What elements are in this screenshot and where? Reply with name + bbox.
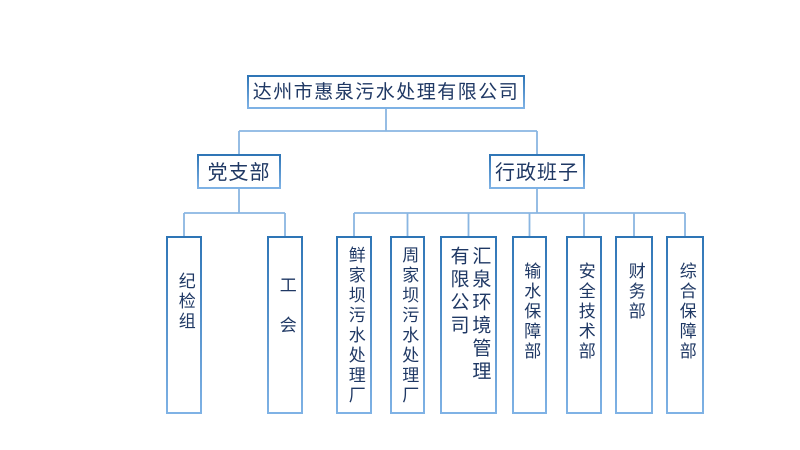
connector-party-branch-to-children	[183, 189, 286, 236]
connector-admin-team-to-children	[353, 189, 686, 236]
connector-root-to-level2	[238, 109, 538, 154]
node-admin-team: 行政班子	[489, 154, 585, 189]
node-labor-union: 工 会	[267, 236, 303, 414]
node-party-branch: 党支部	[197, 154, 281, 189]
node-xianjiaba-sewage-plant: 鲜家坝污水处理厂	[336, 236, 372, 414]
node-discipline-inspection-group: 纪检组	[166, 236, 202, 414]
node-company-root: 达州市惠泉污水处理有限公司	[247, 75, 525, 109]
node-safety-technology-dept: 安全技术部	[566, 236, 602, 414]
node-water-transmission-support-dept: 输水保障部	[512, 236, 547, 414]
node-zhoujiaba-sewage-plant: 周家坝污水处理厂	[390, 236, 425, 414]
node-finance-dept: 财务部	[615, 236, 653, 414]
node-huiquan-environment-company: 汇泉环境管理 有限公司	[440, 236, 497, 414]
node-general-support-dept: 综合保障部	[666, 236, 704, 414]
